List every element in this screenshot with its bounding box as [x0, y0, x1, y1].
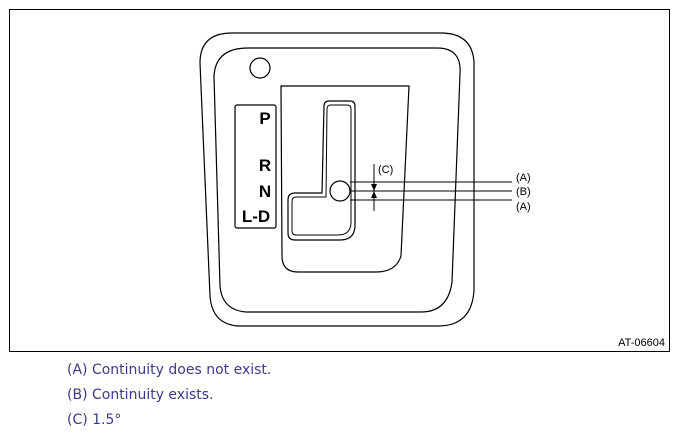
gear-label-p: P: [259, 109, 270, 128]
callout-b: (B): [516, 186, 531, 198]
angle-arrow-up: [371, 184, 377, 191]
gear-label-l-d: L-D: [242, 207, 270, 226]
gate-slot-outer: [287, 100, 356, 241]
figure-code: AT-06604: [618, 337, 665, 349]
legend-item-c: (C) 1.5°: [67, 412, 122, 428]
callout-a-bottom: (A): [516, 201, 531, 213]
gate-slot-inner: [291, 104, 352, 236]
gear-label-r: R: [259, 156, 271, 175]
gate-plate: [280, 85, 410, 273]
console-inner-outline: [213, 47, 461, 313]
console-outer-outline: [199, 32, 475, 327]
shift-lever: [329, 180, 351, 202]
indicator-lamp: [249, 57, 271, 79]
gear-label-n: N: [259, 182, 271, 201]
angle-arrow-down: [371, 191, 377, 198]
figure-frame: [9, 9, 670, 352]
legend-item-b: (B) Continuity exists.: [67, 387, 214, 403]
legend-item-a: (A) Continuity does not exist.: [67, 362, 272, 378]
callout-c: (C): [378, 164, 393, 176]
position-indicator-panel: [234, 104, 277, 229]
callout-a-top: (A): [516, 172, 531, 184]
